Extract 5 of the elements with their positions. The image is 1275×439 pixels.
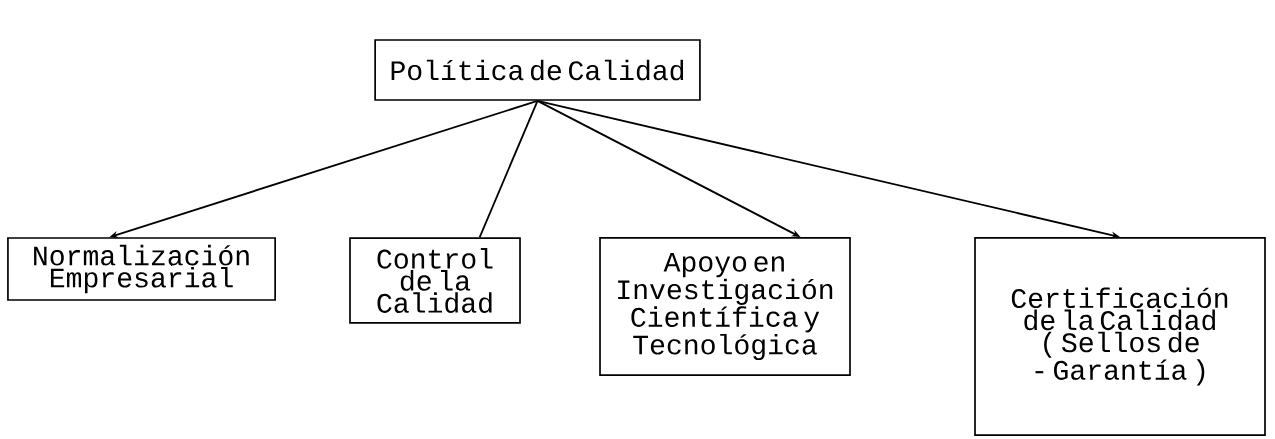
process-box: Política de Calidad (374, 39, 701, 101)
process-box: Certificación de la Calidad ( Sellos de - Garantía ) (974, 237, 1266, 436)
process-box: Control de la Calidad (349, 237, 521, 324)
process-box: Apoyo en Investigación Científica y Tecnológica (599, 237, 851, 376)
process-box: Normalización Empresarial (7, 237, 276, 301)
